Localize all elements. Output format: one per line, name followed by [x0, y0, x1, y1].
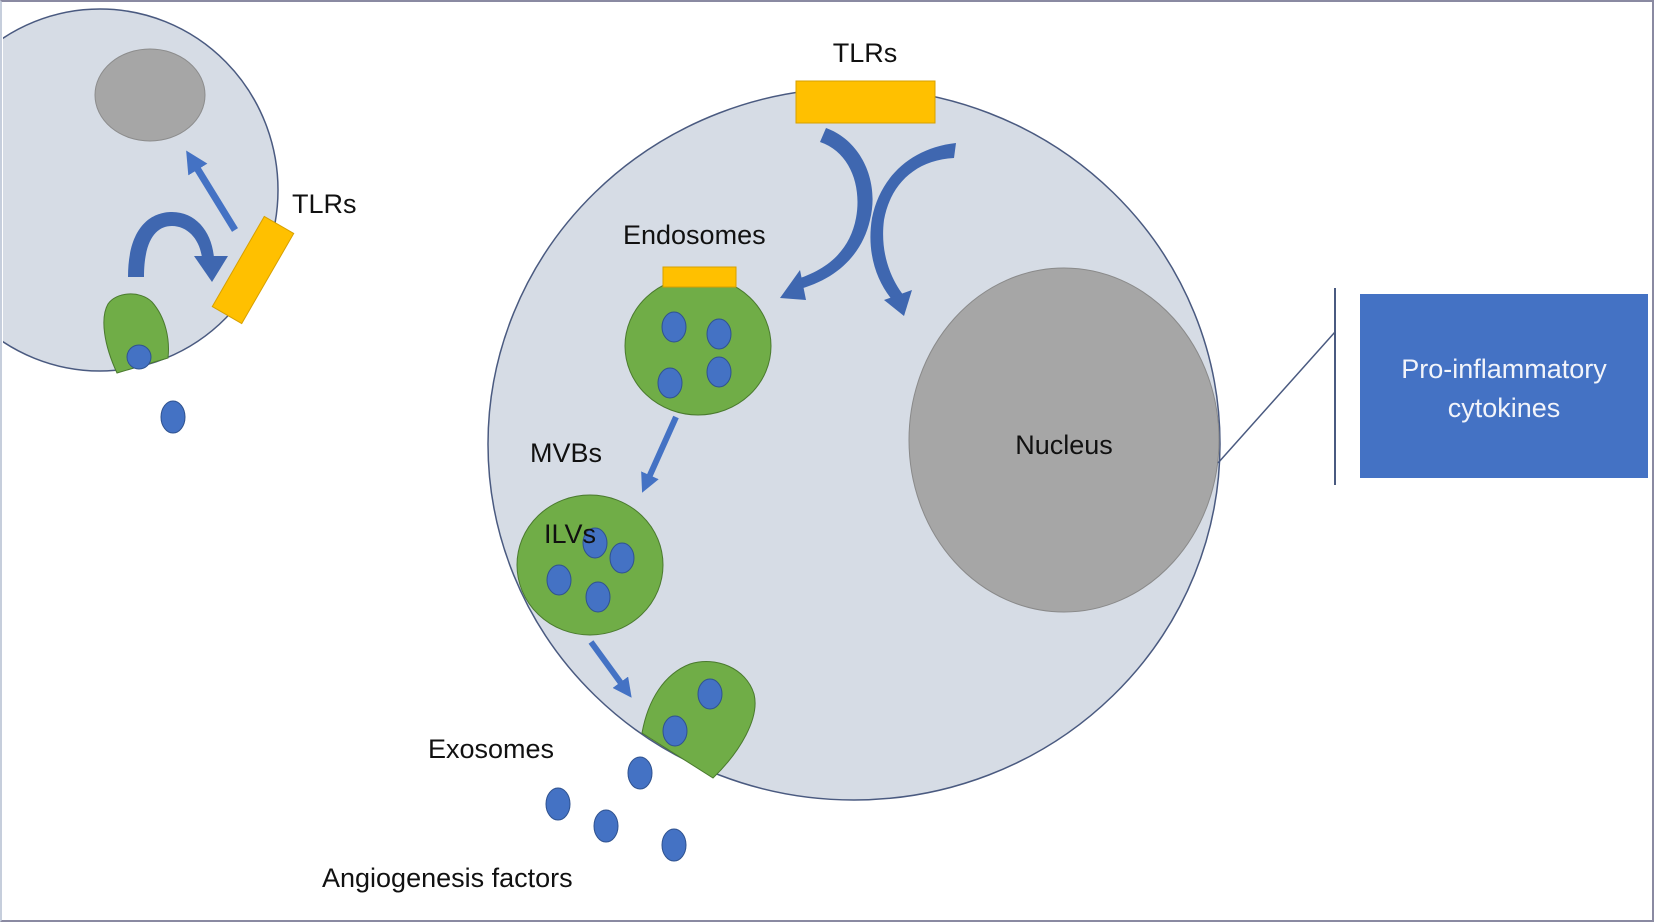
small-cell-tlr-receptor	[211, 215, 295, 325]
small-cell-released-exosome	[160, 400, 186, 434]
mvb-body	[516, 494, 664, 636]
released-exosome	[661, 828, 687, 862]
ilv-vesicle	[609, 542, 635, 574]
released-exosome	[545, 787, 571, 821]
arrow-mvb-to-membrane-icon	[588, 640, 632, 698]
endosome-vesicle	[706, 318, 732, 350]
label-mvbs: MVBs	[530, 438, 602, 468]
cytokines-box	[1360, 294, 1648, 478]
budding-exosome	[641, 661, 756, 779]
ilv-vesicle	[546, 564, 572, 596]
ilv-vesicle	[585, 581, 611, 613]
callout-leader-line	[1217, 331, 1336, 464]
mvb	[516, 494, 664, 636]
main-cell-tlr-receptor	[795, 80, 936, 124]
small-cell-budding-exosome	[103, 293, 169, 374]
small-cell-nucleus	[94, 48, 206, 142]
small-cell-arrow-icon	[186, 150, 238, 232]
curved-arrow-to-nucleus-icon	[870, 143, 956, 316]
curved-arrow-to-endosome-icon	[780, 128, 873, 300]
ilv-vesicle	[582, 527, 608, 559]
label-endosomes: Endosomes	[623, 220, 766, 250]
endosome-vesicle	[657, 367, 683, 399]
label-tlrs-small: TLRs	[292, 189, 357, 219]
small-cell-curved-arrow-icon	[128, 212, 228, 282]
cytokines-box-line1: Pro-inflammatory	[1401, 354, 1607, 384]
label-tlrs-main: TLRs	[833, 38, 898, 68]
label-ilvs: ILVs	[544, 519, 596, 549]
exosome-cargo	[662, 715, 688, 747]
cytokines-box-line2: cytokines	[1448, 393, 1561, 423]
main-cell: Nucleus TLRs Endosomes	[487, 38, 1221, 801]
small-cell-membrane	[3, 8, 279, 372]
endosome-vesicle	[661, 311, 687, 343]
arrow-endosome-to-mvb-icon	[641, 415, 679, 493]
small-cell-exosome-cargo	[126, 344, 152, 370]
released-exosome	[627, 756, 653, 790]
endosome-body	[624, 276, 772, 416]
endosome	[624, 266, 772, 416]
nucleus	[908, 267, 1220, 613]
cytokine-callout: Pro-inflammatory cytokines	[1217, 288, 1648, 485]
exosome-cargo	[697, 678, 723, 710]
label-angiogenesis-factors: Angiogenesis factors	[322, 863, 573, 893]
label-nucleus: Nucleus	[1015, 430, 1113, 460]
budding-exosome-body	[641, 661, 756, 779]
endosome-vesicle	[706, 356, 732, 388]
label-exosomes: Exosomes	[428, 734, 554, 764]
endosome-tlr-receptor	[662, 266, 737, 288]
released-exosome	[593, 809, 619, 843]
released-exosomes	[545, 756, 687, 862]
small-cell: TLRs	[3, 8, 357, 434]
